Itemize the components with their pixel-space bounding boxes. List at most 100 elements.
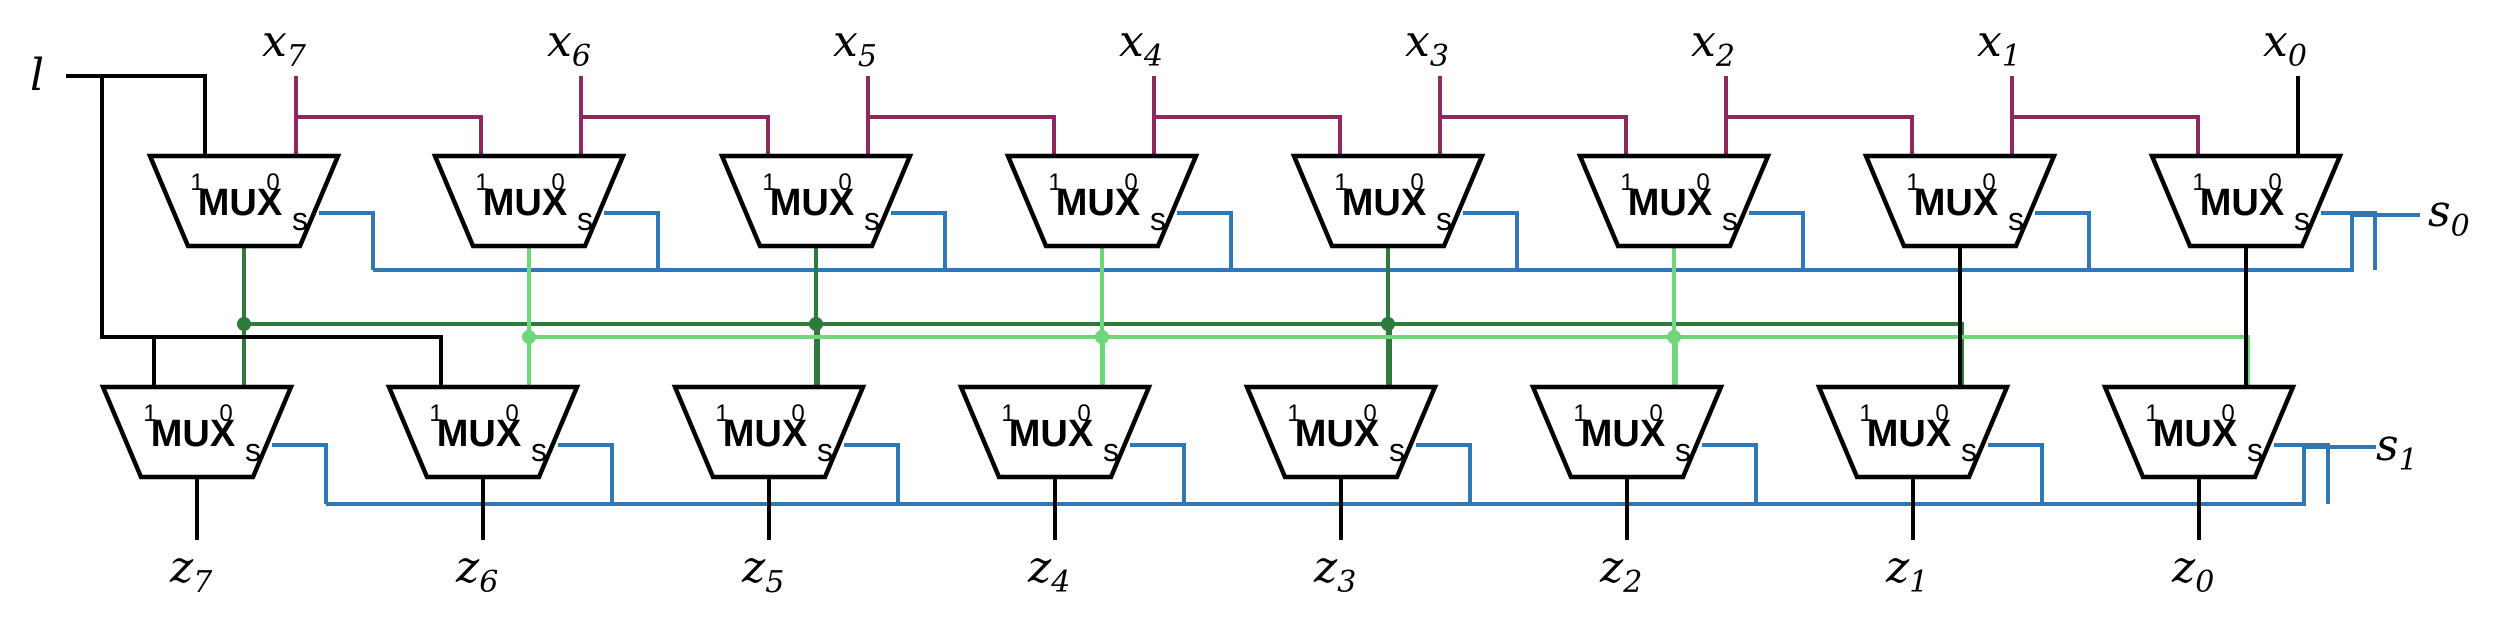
left-input-label: l: [30, 50, 44, 101]
output-label-z4-base: z: [1027, 542, 1052, 593]
mux-stage2-4-port-zero: 0: [1363, 400, 1376, 427]
select-stub-bottom-7: [2274, 443, 2330, 504]
junction-dot-dark-1: [809, 317, 823, 331]
input-label-x7-base: x: [262, 16, 287, 67]
mux-stage2-2-port-zero: 0: [791, 400, 804, 427]
mux-stage1-5-select-label: s: [1722, 201, 1738, 237]
output-label-z0-subscript: 0: [2195, 565, 2214, 600]
black-wires: [66, 74, 2300, 540]
output-label-z3: z3: [1313, 542, 1356, 600]
select-label-s0-subscript: 0: [2451, 209, 2470, 244]
output-label-z5: z5: [741, 542, 784, 600]
input-label-x0-subscript: 0: [2288, 39, 2307, 74]
mux-stage2-4-port-one: 1: [1287, 400, 1300, 427]
input-branch-x2: [1726, 115, 1914, 156]
mux-stage1-4-label: MUX: [1342, 182, 1427, 224]
mux-stage1-0-label: MUX: [198, 182, 283, 224]
mux-stage1-7-label: MUX: [2200, 182, 2285, 224]
output-label-z1-subscript: 1: [1909, 565, 1928, 600]
select-label-s0: s0: [2428, 186, 2470, 244]
mux-stage2-4-label: MUX: [1295, 413, 1380, 455]
mux-stage2-1-port-zero: 0: [505, 400, 518, 427]
input-branch-x6: [581, 115, 770, 156]
select-stub-top-7: [2321, 211, 2377, 270]
select-stub-top-0: [319, 211, 375, 270]
mux-stage2-6-select-label: s: [1961, 432, 1977, 468]
input-label-x1-subscript: 1: [2002, 39, 2021, 74]
mux-stage2-0-port-zero: 0: [219, 400, 232, 427]
select-stub-bottom-3: [1130, 443, 1186, 504]
mux-stage1-0-port-zero: 0: [266, 169, 279, 196]
mux-stage1-1-body: [431, 153, 627, 249]
select-stub-top-3: [1177, 211, 1233, 270]
mux-stage1-6-label: MUX: [1914, 182, 1999, 224]
select-stub-bottom-4: [1416, 443, 1472, 504]
l-wire-top: [66, 74, 207, 156]
mux-stage1-0-port-one: 1: [190, 169, 203, 196]
mux-stage1-2-select-label: s: [864, 201, 880, 237]
select-stub-top-5: [1749, 211, 1805, 270]
mux-stage1-0-select-label: s: [292, 201, 308, 237]
select-wires: [272, 211, 2420, 506]
mux-stage1-4-body: [1290, 153, 1486, 249]
input-label-x5-base: x: [833, 16, 858, 67]
mux-stage2-6-port-zero: 0: [1935, 400, 1948, 427]
input-label-x2: x2: [1691, 16, 1735, 74]
output-label-z0: z0: [2171, 542, 2214, 600]
output-label-z6: z6: [455, 542, 498, 600]
mux-stage1-1-select-label: s: [577, 201, 593, 237]
junction-dot-light-1: [1095, 330, 1109, 344]
input-branch-x3: [1440, 115, 1628, 156]
mux-stage2-7-port-zero: 0: [2221, 400, 2234, 427]
mux-stage2-4-select-label: s: [1389, 432, 1405, 468]
mux-stage1-7-port-one: 1: [2192, 169, 2205, 196]
output-label-z5-subscript: 5: [765, 565, 784, 600]
input-branch-x4: [1154, 115, 1342, 156]
mux-stage1-7-select-label: s: [2294, 201, 2310, 237]
mux-stage2-5-body: [1529, 384, 1725, 480]
mux-stage2-5-port-one: 1: [1573, 400, 1586, 427]
mux-stage2-7-label: MUX: [2153, 413, 2238, 455]
output-label-z4-subscript: 4: [1050, 565, 1070, 600]
mux-stage1-2-port-zero: 0: [838, 169, 851, 196]
mux-stage1-3-port-zero: 0: [1124, 169, 1137, 196]
select-label-s1-base: s: [2376, 420, 2399, 471]
output-label-z7-base: z: [169, 542, 194, 593]
select-stub-bottom-2: [844, 443, 900, 504]
input-label-x7-subscript: 7: [287, 39, 307, 74]
mux-stage1-5-label: MUX: [1628, 182, 1713, 224]
output-label-z7: z7: [169, 542, 213, 600]
mux-stage1-5-port-zero: 0: [1696, 169, 1709, 196]
mux-stage2-1-body: [385, 384, 581, 480]
mux-stage1-2-label: MUX: [770, 182, 855, 224]
select-stub-bottom-5: [1702, 443, 1758, 504]
input-label-x4-base: x: [1119, 16, 1144, 67]
select-stub-top-1: [604, 211, 660, 270]
input-label-x6-base: x: [547, 16, 572, 67]
input-label-x1-base: x: [1977, 16, 2002, 67]
select-stub-bottom-1: [558, 443, 614, 504]
select-bus-s1: [326, 445, 2376, 506]
input-label-x5-subscript: 5: [858, 39, 877, 74]
input-label-x1: x1: [1977, 16, 2021, 74]
mux-stage1-5-port-one: 1: [1620, 169, 1633, 196]
output-label-z4: z4: [1027, 542, 1070, 600]
mux-stage1-7-port-zero: 0: [2268, 169, 2281, 196]
junction-dot-light-2: [1667, 330, 1681, 344]
mux-stage2-6-port-one: 1: [1859, 400, 1872, 427]
mux-stage2-7-port-one: 1: [2145, 400, 2158, 427]
mux-stage2-2-body: [671, 384, 867, 480]
mux-stage1-6-select-label: s: [2008, 201, 2024, 237]
output-label-z6-base: z: [455, 542, 480, 593]
select-bus-s0: [373, 213, 2420, 272]
input-label-x0-base: x: [2263, 16, 2288, 67]
